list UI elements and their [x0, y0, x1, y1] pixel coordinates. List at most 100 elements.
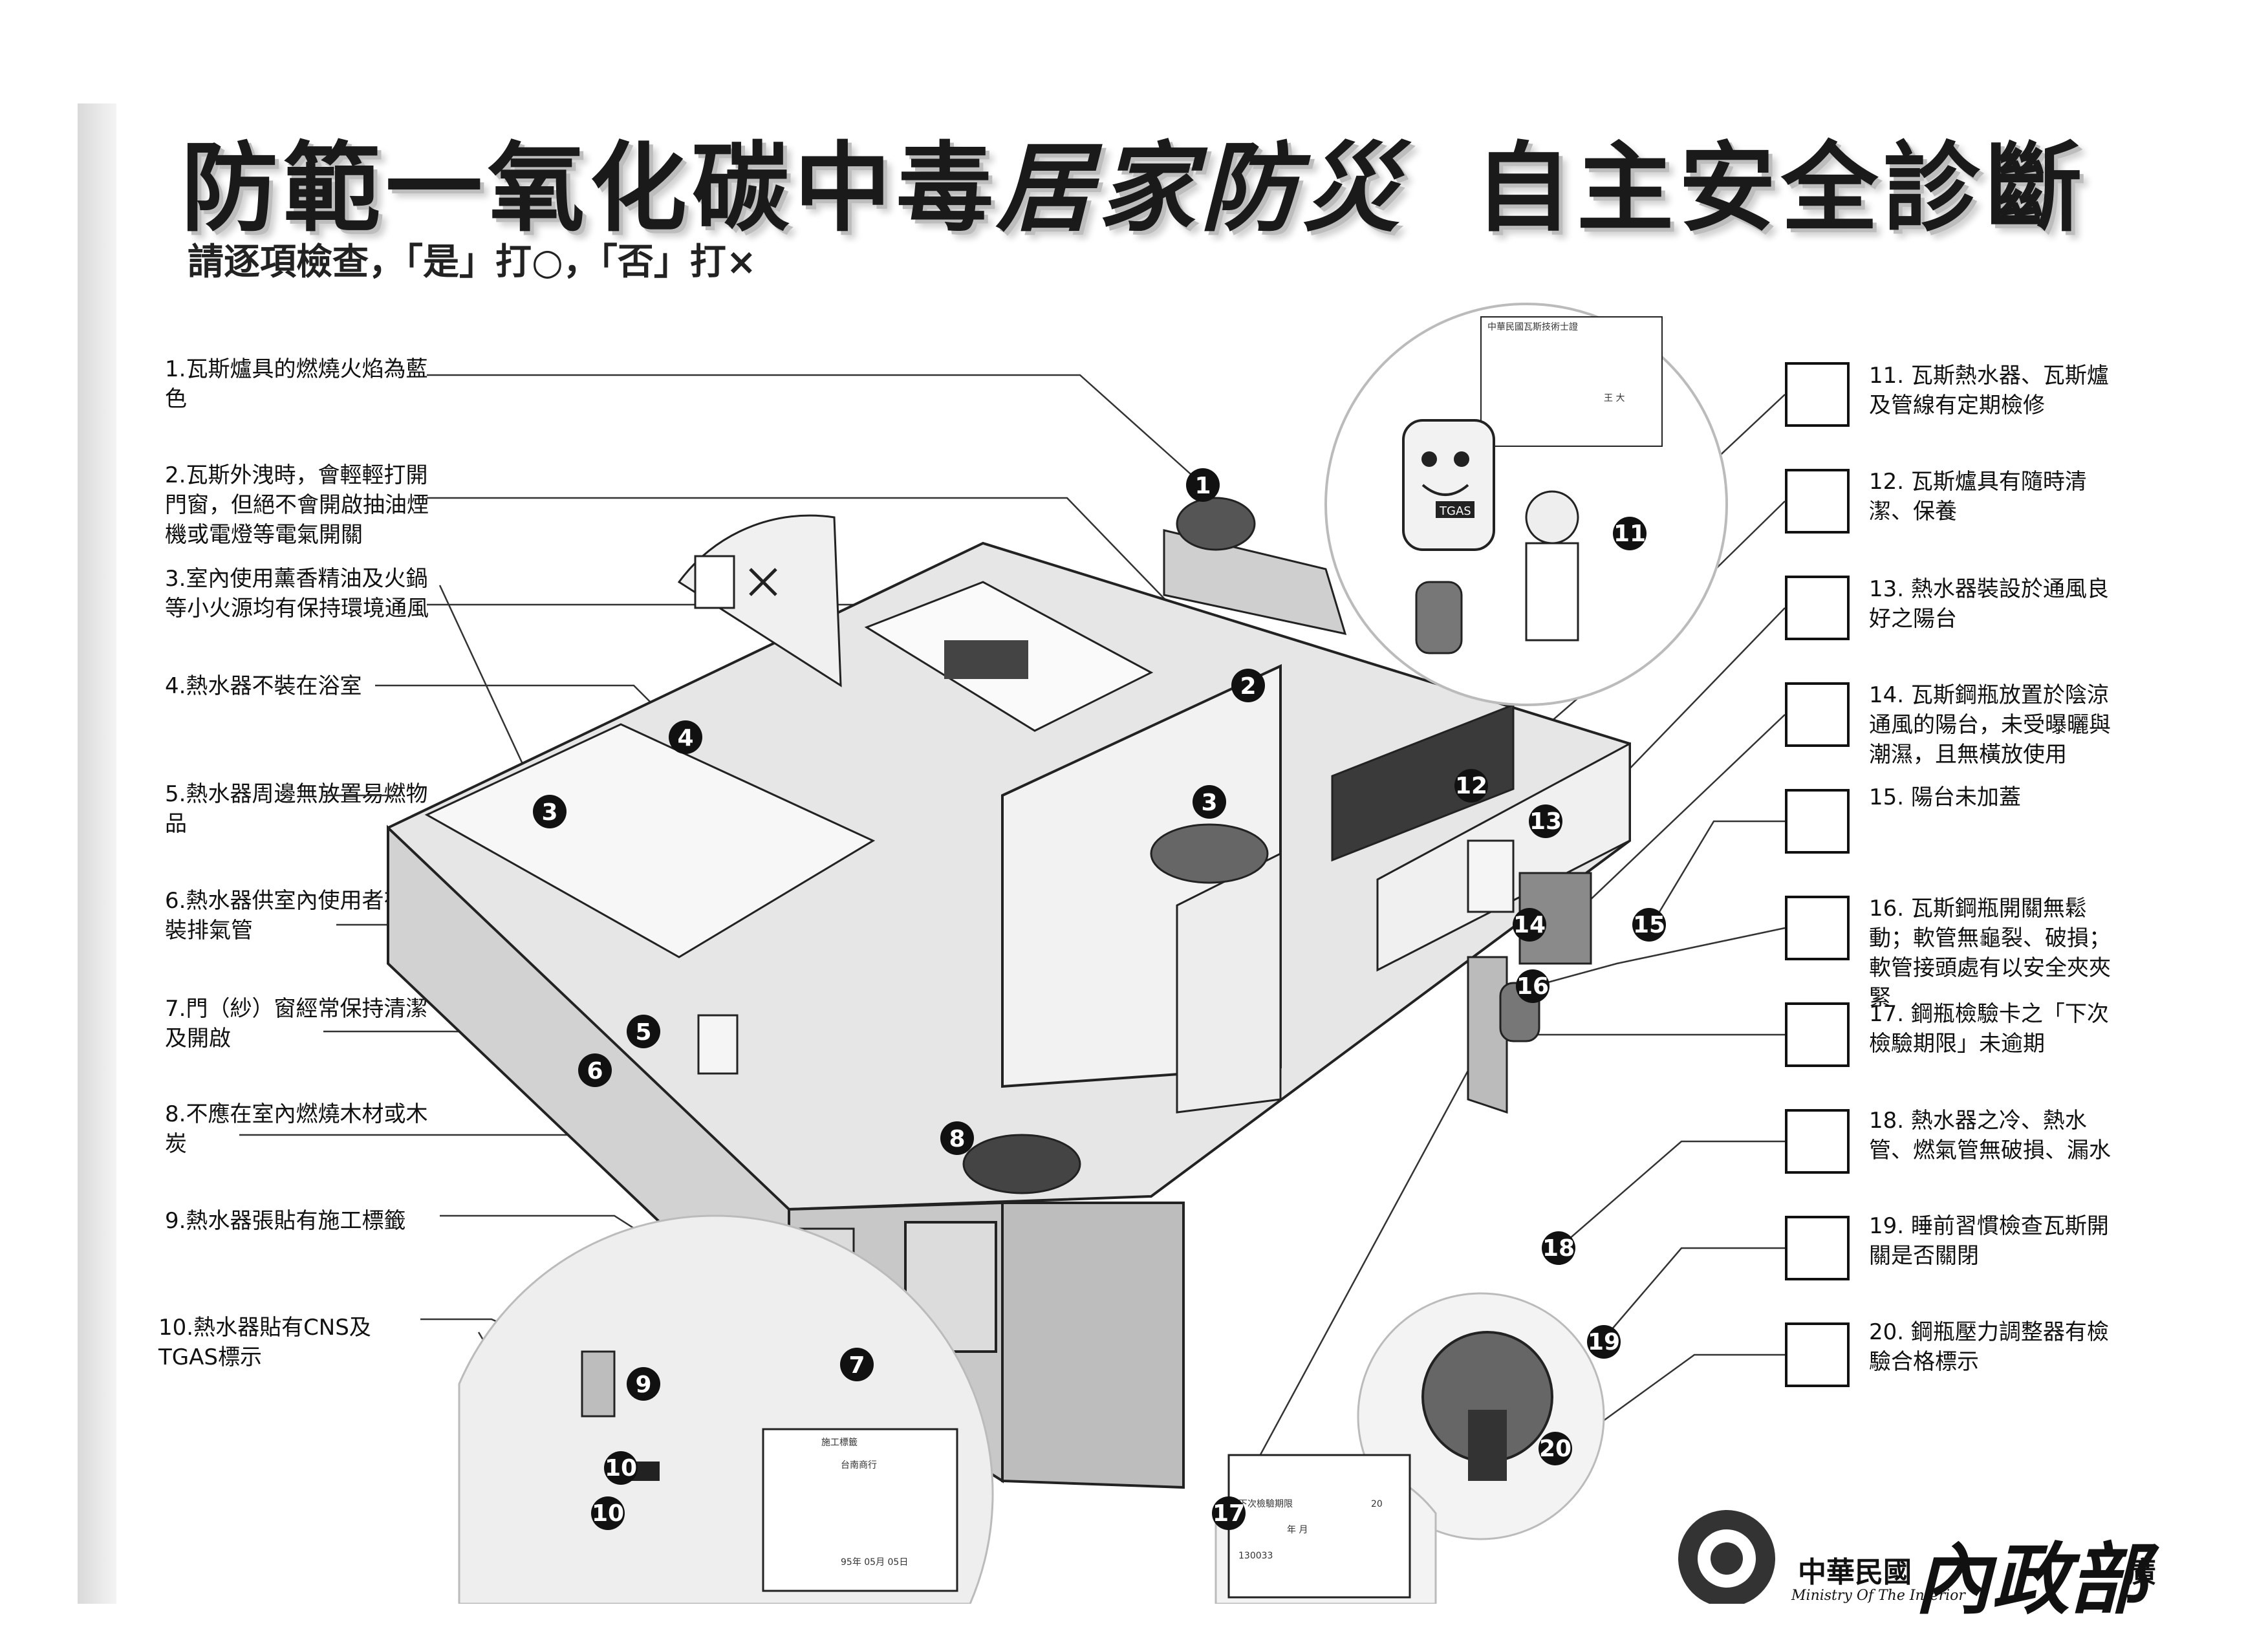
checkbox-16[interactable]: [1785, 896, 1850, 960]
left-item-6: 6.熱水器供室內使用者有加裝排氣管: [165, 888, 428, 944]
svg-text:18: 18: [1542, 1235, 1575, 1262]
bedroom-bed: [424, 723, 876, 958]
title-part-2: 居家防災: [996, 131, 1405, 245]
svg-text:20: 20: [1539, 1436, 1571, 1462]
svg-text:5: 5: [635, 1019, 651, 1046]
right-item-18: 18. 熱水器之冷、熱水管、燃氣管無破損、漏水: [1869, 1108, 2111, 1163]
inset-technician: 中華民國瓦斯技術士證 王 大 TGAS: [1324, 303, 1728, 706]
footer-org: 中華民國: [1798, 1556, 1912, 1589]
left-item-9: 9.熱水器張貼有施工標籤: [165, 1208, 406, 1234]
label-title: 施工標籤: [821, 1438, 858, 1448]
right-item-15: 15. 陽台未加蓋: [1869, 784, 2021, 810]
svg-text:13: 13: [1529, 808, 1562, 835]
marker-4: 4: [669, 720, 702, 754]
svg-text:12: 12: [1455, 773, 1487, 799]
left-item-1: 1.瓦斯爐具的燃燒火焰為藍色: [165, 356, 428, 412]
marker-15: 15: [1632, 908, 1666, 942]
left-item-5: 5.熱水器周邊無放置易燃物品: [165, 781, 428, 837]
checkbox-20[interactable]: [1785, 1322, 1850, 1387]
ministry-emblem: [1678, 1510, 1775, 1604]
svg-text:9: 9: [635, 1372, 651, 1398]
left-item-3: 3.室內使用薰香精油及火鍋等小火源均有保持環境通風: [165, 566, 429, 621]
marker-2: 2: [1231, 669, 1265, 702]
right-item-16: 16. 瓦斯鋼瓶開關無鬆動；軟管無龜裂、破損；軟管接頭處有以安全夾夾緊: [1869, 896, 2111, 1011]
checkbox-15[interactable]: [1785, 789, 1850, 854]
checkbox-17[interactable]: [1785, 1002, 1850, 1067]
marker-7: 7: [840, 1348, 874, 1381]
marker-16: 16: [1516, 969, 1550, 1003]
svg-text:8: 8: [949, 1126, 965, 1152]
tgas-label: TGAS: [1439, 504, 1471, 518]
label-date: 95年 05月 05日: [841, 1557, 908, 1568]
right-item-12: 12. 瓦斯爐具有隨時清潔、保養: [1869, 469, 2087, 524]
svg-text:15: 15: [1633, 912, 1665, 938]
marker-10a: 10: [604, 1451, 638, 1485]
marker-19: 19: [1587, 1325, 1621, 1359]
left-item-8: 8.不應在室內燃燒木材或木炭: [165, 1101, 428, 1157]
marker-18: 18: [1542, 1231, 1575, 1265]
svg-text:7: 7: [848, 1352, 865, 1379]
balcony-pillar: [1467, 956, 1508, 1114]
svg-text:17: 17: [1213, 1500, 1245, 1527]
card-year: 20: [1371, 1499, 1383, 1509]
svg-text:16: 16: [1517, 973, 1549, 1000]
svg-text:3: 3: [541, 799, 557, 826]
svg-text:14: 14: [1513, 912, 1546, 938]
certificate-name: 王 大: [1604, 393, 1625, 404]
marker-17: 17: [1212, 1496, 1246, 1530]
svg-text:6: 6: [587, 1058, 603, 1084]
kitchen-counter: [1331, 703, 1515, 862]
svg-text:4: 4: [677, 725, 693, 751]
card-serial: 130033: [1238, 1551, 1273, 1561]
checkbox-14[interactable]: [1785, 682, 1850, 747]
left-item-7: 7.門（紗）窗經常保持清潔及開啟: [165, 996, 428, 1052]
svg-text:3: 3: [1201, 790, 1217, 816]
card-title: 下次檢驗期限: [1238, 1498, 1293, 1509]
marker-20: 20: [1539, 1432, 1572, 1465]
svg-text:1: 1: [1194, 473, 1211, 499]
footer-ad-mark: 廣: [2128, 1556, 2156, 1589]
subtitle-instruction: 請逐項檢查，「是」打○，「否」打×: [188, 241, 757, 283]
marker-13: 13: [1529, 804, 1562, 838]
checkbox-13[interactable]: [1785, 576, 1850, 640]
checkbox-12[interactable]: [1785, 469, 1850, 534]
right-item-11: 11. 瓦斯熱水器、瓦斯爐及管線有定期檢修: [1869, 363, 2109, 418]
marker-11: 11: [1613, 517, 1647, 550]
bathroom-water-heater: [697, 1014, 739, 1075]
certificate-title: 中華民國瓦斯技術士證: [1487, 321, 1578, 332]
checkbox-18[interactable]: [1785, 1109, 1850, 1174]
svg-text:11: 11: [1614, 521, 1646, 547]
svg-text:2: 2: [1240, 673, 1256, 700]
right-item-20: 20. 鋼瓶壓力調整器有檢驗合格標示: [1869, 1319, 2109, 1375]
marker-9: 9: [627, 1367, 660, 1401]
footer-brand: 內政部: [1914, 1534, 2147, 1625]
inset-gas-stove: [1163, 497, 1347, 635]
footer-english: Ministry Of The Interior: [1791, 1588, 1965, 1604]
right-item-14: 14. 瓦斯鋼瓶放置於陰涼通風的陽台，未受曝曬與潮濕，且無橫放使用: [1869, 682, 2111, 768]
left-item-10: 10.熱水器貼有CNS及TGAS標示: [158, 1315, 371, 1370]
charcoal-stove: [962, 1134, 1081, 1194]
left-item-4: 4.熱水器不裝在浴室: [165, 673, 362, 699]
front-right-wall: [1001, 1202, 1185, 1489]
balcony-water-heater: [1467, 839, 1515, 913]
card-unit: 年 月: [1287, 1525, 1308, 1535]
numbered-markers: 1 2 3 3 4 5 6 7 8 9 10 10 11 12 13 14 15…: [533, 468, 1666, 1530]
checkbox-11[interactable]: [1785, 362, 1850, 427]
inset-heater-label: 施工標籤 台南商行 95年 05月 05日: [458, 1214, 994, 1604]
svg-text:10: 10: [605, 1455, 637, 1482]
svg-text:10: 10: [592, 1500, 624, 1527]
marker-12: 12: [1454, 769, 1488, 803]
title-part-1: 防範一氧化碳中毒: [181, 133, 999, 245]
inset-cylinder-regulator: 下次檢驗期限 20 年 月 130033: [1215, 1292, 1605, 1604]
right-item-13: 13. 熱水器裝設於通風良好之陽台: [1869, 576, 2109, 632]
marker-5: 5: [627, 1015, 660, 1048]
right-item-19: 19. 睡前習慣檢查瓦斯開關是否關閉: [1869, 1213, 2109, 1269]
marker-1: 1: [1186, 468, 1220, 502]
marker-3b: 3: [533, 795, 567, 828]
marker-10b: 10: [591, 1496, 625, 1530]
marker-6: 6: [578, 1053, 612, 1087]
marker-14: 14: [1513, 908, 1546, 942]
checkbox-19[interactable]: [1785, 1216, 1850, 1280]
left-item-2: 2.瓦斯外洩時，會輕輕打開門窗，但絕不會開啟抽油煙機或電燈等電氣開關: [165, 462, 429, 548]
